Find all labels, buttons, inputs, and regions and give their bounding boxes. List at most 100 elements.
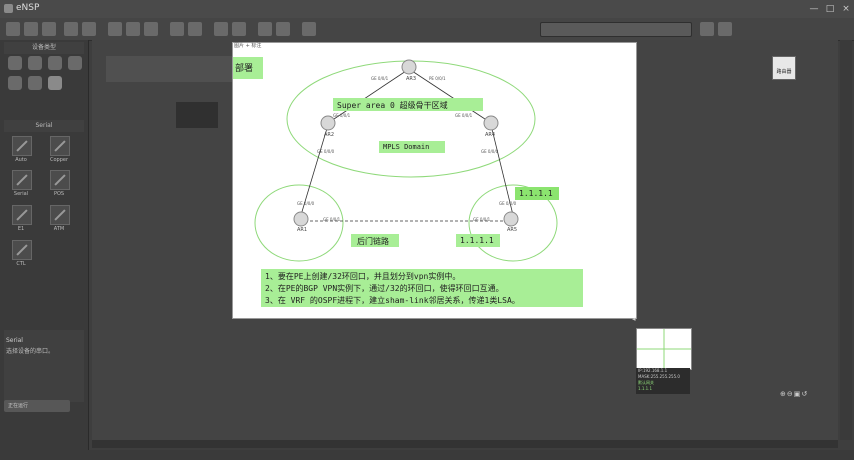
link-ar2-ar1 [300,124,329,216]
router-icon [401,59,417,75]
link-ar3-ar2 [327,68,410,124]
cable-copper-icon[interactable] [50,136,70,156]
switch-category-icon[interactable] [28,56,42,70]
router-label-ar2: AR2 [324,132,335,138]
stop-icon[interactable] [276,22,290,36]
open-icon[interactable] [24,22,38,36]
zoom-controls[interactable]: ⊕⊖▣↺ [780,390,808,398]
link-ar4-ar5 [490,124,514,216]
canvas-dark-box [176,102,218,128]
cable-label: ATM [53,226,65,232]
loopback-right-label: 1.1.1.1 [519,189,553,198]
resize-handle-icon[interactable]: ◂ [632,315,636,323]
minimize-button[interactable]: — [809,4,819,14]
interface-label: GE 0/0/1 [455,113,473,118]
loopback-left-label: 1.1.1.1 [460,236,494,245]
cable-pos-icon[interactable] [50,170,70,190]
capture-icon[interactable] [302,22,316,36]
text-icon[interactable] [170,22,184,36]
note-line: 3、在 VRF 的OSPF进程下，建立sham-link邻居关系，传递1类LSA… [265,296,520,305]
cloud-category-icon[interactable] [28,76,42,90]
notes-box [261,269,583,307]
redo-icon[interactable] [82,22,96,36]
cable-label: POS [53,191,65,197]
select-icon[interactable] [108,22,122,36]
shape-icon[interactable] [188,22,202,36]
firewall-category-icon[interactable] [68,56,82,70]
help-icon[interactable] [718,22,732,36]
minimap[interactable] [636,328,692,370]
cable-label: Serial [13,191,29,197]
cable-atm-icon[interactable] [50,205,70,225]
minimap-svg [637,329,691,369]
minimap-info-line: MASK:255.255.255.0 [638,374,680,379]
cable-serial-icon[interactable] [12,170,32,190]
loopback-right-box [515,187,559,200]
interface-label: GE 0/0/0 [297,201,315,206]
title-bar: eNSP — □ × [0,0,854,19]
window-title: eNSP [16,3,40,13]
left-site-oval [254,184,344,262]
router-category-icon[interactable] [8,56,22,70]
status-bar [0,450,854,460]
zoom-out-icon[interactable]: ⊖ [786,390,794,398]
delete-icon[interactable] [144,22,158,36]
zoom-in-icon[interactable]: ⊕ [780,390,787,398]
undo-icon[interactable] [64,22,78,36]
link-ar3-ar4 [408,68,492,124]
zoom-out-icon[interactable] [232,22,246,36]
fit-icon[interactable]: ▣ [793,390,802,398]
pan-icon[interactable] [126,22,140,36]
canvas-device-label: 路由器 [776,69,792,75]
interface-label: GE 0/0/1 [371,76,389,81]
cable-label: Copper [49,157,69,163]
cable-e1-icon[interactable] [12,205,32,225]
interface-label: GE 0/0/0 [481,149,499,154]
router-label-ar5: AR5 [507,227,518,233]
save-icon[interactable] [42,22,56,36]
start-icon[interactable] [258,22,272,36]
minimap-info-line: IP:192.168.1.1 [638,368,668,373]
super-area-label: Super area 0 超级骨干区域 [337,101,448,110]
canvas-text-bar [106,56,256,82]
wlan-category-icon[interactable] [48,56,62,70]
cable-ctl-icon[interactable] [12,240,32,260]
app-icon [4,4,13,13]
search-input[interactable] [540,22,692,37]
cable-label: E1 [17,226,25,232]
vertical-scrollbar[interactable] [840,40,852,440]
interface-label: GE 0/0/0 [317,149,335,154]
loopback-left-box [456,234,500,247]
horizontal-scrollbar[interactable] [92,440,838,448]
interface-label: PE 0/0/1 [429,76,446,81]
cable-label: Auto [15,157,27,163]
settings-icon[interactable] [700,22,714,36]
minimap-info-line: 1.1.1.1 [638,386,652,391]
cable-category-icon[interactable] [48,76,62,90]
cable-label: CTL [16,261,26,267]
backdoor-label: 后门链路 [357,237,389,246]
interface-label: GE 0/0/1 [473,217,491,222]
new-icon[interactable] [6,22,20,36]
super-area-label-box [333,98,483,111]
maximize-button[interactable]: □ [825,4,835,14]
canvas-device-icon[interactable] [772,56,796,80]
diagram-svg [254,59,558,262]
reset-icon[interactable]: ↺ [801,390,809,398]
description-text: 选择设备的串口。 [6,348,55,355]
interface-label: GE 0/0/1 [333,113,351,118]
cable-section-header: Serial [4,120,84,132]
backdoor-label-box [351,234,399,247]
corner-label-box [233,57,263,79]
corner-label: 部署 [235,64,254,74]
zoom-in-icon[interactable] [214,22,228,36]
note-line: 2、在PE的BGP VPN实例下，通过/32的环回口，使得环回口互通。 [265,284,504,293]
pc-category-icon[interactable] [8,76,22,90]
mpls-label: MPLS Domain [383,143,430,151]
cable-auto-icon[interactable] [12,136,32,156]
diagram-caption: 图片 + 标注 [234,43,262,49]
right-site-oval [468,184,558,262]
status-button[interactable]: 正在运行 [4,400,70,412]
description-panel [4,330,84,402]
close-button[interactable]: × [842,4,850,14]
